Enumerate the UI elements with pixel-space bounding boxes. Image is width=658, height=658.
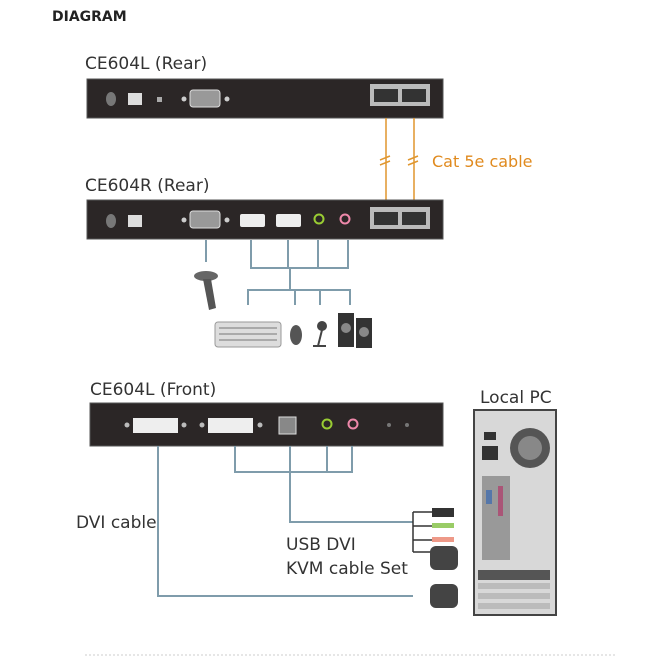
power-jack-icon bbox=[128, 93, 142, 105]
keyboard-icon bbox=[214, 321, 282, 348]
dvi-port-icon bbox=[133, 418, 178, 433]
pc-cables bbox=[157, 446, 458, 608]
microphone-icon bbox=[313, 321, 327, 347]
mouse-icon bbox=[290, 325, 302, 345]
cat5e-cable bbox=[379, 118, 419, 206]
ce604l-rear-label: CE604L (Rear) bbox=[85, 54, 207, 74]
serial-port-icon bbox=[189, 210, 221, 229]
ce604l-front-label: CE604L (Front) bbox=[90, 380, 216, 400]
kvm-cable-label-line2: KVM cable Set bbox=[286, 559, 408, 579]
audio-out-icon bbox=[313, 213, 325, 225]
mic-in-icon bbox=[339, 213, 351, 225]
barcode-scanner-icon bbox=[194, 271, 218, 310]
ce604l-front-panel bbox=[89, 402, 444, 447]
usb-port-icon bbox=[240, 214, 265, 227]
kvm-cable-label-line1: USB DVI bbox=[286, 535, 356, 555]
usb-b-port-icon bbox=[278, 416, 297, 435]
ce604r-rear-label: CE604R (Rear) bbox=[85, 176, 209, 196]
dvi-cable-label: DVI cable bbox=[76, 513, 157, 533]
power-switch-icon bbox=[106, 92, 116, 106]
ce604l-rear-panel bbox=[86, 78, 444, 119]
cat5e-cable-label: Cat 5e cable bbox=[432, 152, 533, 171]
pc-tower-icon bbox=[473, 409, 557, 616]
local-pc-label: Local PC bbox=[480, 388, 552, 408]
usb-port-icon bbox=[276, 214, 301, 227]
dvi-port-icon bbox=[208, 418, 253, 433]
speakers-icon bbox=[338, 313, 372, 348]
ce604r-rear-panel bbox=[86, 199, 444, 240]
serial-port-icon bbox=[189, 89, 221, 108]
console-cables bbox=[205, 240, 351, 305]
diagram-heading: DIAGRAM bbox=[52, 9, 127, 25]
